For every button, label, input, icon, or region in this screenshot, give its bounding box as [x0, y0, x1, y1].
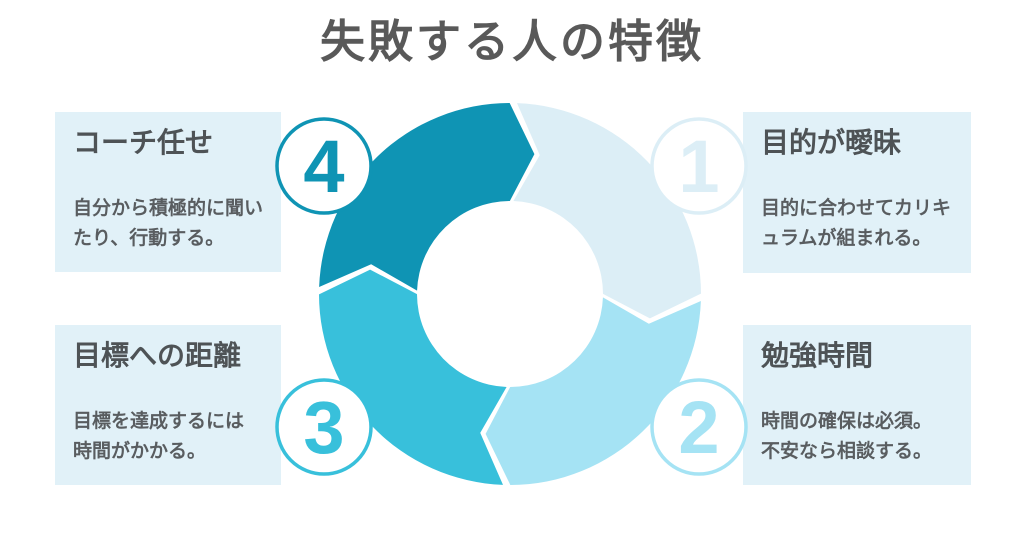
cycle-segment-1	[513, 103, 701, 319]
step-1-body: 目的に合わせてカリキ ュラムが組まれる。	[761, 197, 952, 250]
cycle-segment-4	[319, 103, 535, 291]
cycle-segment-3	[319, 269, 507, 485]
badge-circle-4	[275, 117, 373, 215]
badge-number-4: 4	[303, 125, 344, 208]
step-card-2: 勉強時間 時間の確保は必須。 不安なら相談する。	[743, 325, 971, 485]
cycle-diagram: 4 1 3 2	[275, 103, 748, 485]
step-badge-2: 2	[650, 378, 748, 476]
step-4-body: 自分から積極的に聞い たり、行動する。	[73, 197, 264, 250]
badge-circle-2	[650, 378, 748, 476]
step-2-body: 時間の確保は必須。 不安なら相談する。	[761, 410, 933, 463]
step-badge-4: 4	[275, 117, 373, 215]
step-2-heading: 勉強時間	[761, 340, 874, 371]
page-title: 失敗する人の特徴	[319, 16, 704, 67]
step-3-body: 目標を達成するには 時間がかかる。	[73, 410, 245, 463]
step-card-1: 目的が曖昧 目的に合わせてカリキ ュラムが組まれる。	[743, 112, 971, 273]
badge-circle-3	[275, 378, 373, 476]
step-card-3: 目標への距離 目標を達成するには 時間がかかる。	[55, 325, 281, 485]
badge-number-3: 3	[303, 386, 344, 469]
step-1-heading: 目的が曖昧	[761, 127, 902, 158]
step-card-4: コーチ任せ 自分から積極的に聞い たり、行動する。	[55, 112, 281, 272]
step-badge-3: 3	[275, 378, 373, 476]
badge-number-1: 1	[678, 125, 719, 208]
cycle-segment-2	[485, 297, 701, 485]
cycle-segments	[319, 103, 701, 485]
badge-circle-1	[650, 117, 748, 215]
badge-number-2: 2	[678, 386, 719, 469]
step-3-heading: 目標への距離	[73, 340, 242, 371]
step-4-heading: コーチ任せ	[73, 127, 214, 158]
step-badge-1: 1	[650, 117, 748, 215]
